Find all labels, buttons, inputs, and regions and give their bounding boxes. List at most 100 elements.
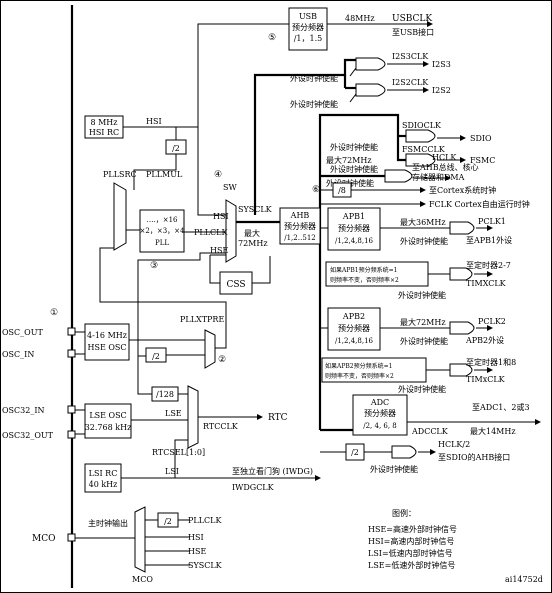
apb1-ratio: /1,2,4,8,16 [335,237,374,245]
legend-lse: LSE=低速外部时钟信号 [368,560,455,570]
adc-prescaler-box [352,394,408,436]
hsi-rc-freq: 8 MHz [90,118,117,127]
css-label: CSS [226,280,245,290]
apb2-title: APB2 [342,312,365,321]
i2s2-enable: 外设时钟使能 [290,99,338,109]
mco-out-label: 主时钟输出 [88,518,128,528]
adc-dest: 至ADC1、2或3 [472,402,530,412]
apb1-title: APB1 [342,212,365,221]
apb2-ratio: /1,2,4,8,16 [335,337,374,345]
sw-hsi: HSI [213,212,229,221]
cortex-dest: 至Cortex系统时钟 [429,185,496,195]
tim1-note1: 如果APB2预分频系统=1 [325,362,392,370]
mco-pin: MCO [32,534,55,544]
apb1-dest: 至APB1外设 [466,235,512,245]
usb-prescaler-box [288,7,328,51]
usb-box-ratio: /1，1.5 [294,34,323,43]
iwdgclk-label: IWDGCLK [232,483,275,492]
fsmc-out: FSMC [470,156,495,165]
apb2-dest: APB2外设 [465,335,504,345]
i2s2clk-label: I2S2CLK [392,78,429,87]
pllmul-marker: ③ [150,261,158,271]
fsmcclk-label: FSMCCLK [402,145,446,154]
hclk2-gate [391,445,417,459]
lse-osc-box [84,403,132,439]
hclk2-enable: 外设时钟使能 [370,464,418,474]
div128: /128 [156,390,174,399]
hse-label: HSE OSC [88,343,127,352]
adc-ratio: /2, 4, 6, 8 [363,422,397,430]
apb2-max: 最大72MHz [400,317,446,327]
fclk-label: FCLK Cortex自由运行时钟 [429,199,530,209]
figure-ref: ai14752d [505,575,543,584]
usb-box-sub: 预分频器 [292,22,324,32]
timx-dest: 至定时器2-7 [466,260,511,270]
i2s3-enable: 外设时钟使能 [290,73,338,83]
tim1-dest: 至定时器1和8 [466,357,516,367]
lse-freq: 32.768 kHz [85,423,132,432]
osc32-out-pin: OSC32_OUT [2,431,54,440]
pllmul-l2: ×2，×3，×4 [140,227,186,235]
usb-freq: 48MHz [345,14,375,23]
lse-signal: LSE [165,409,182,418]
sdio-gate [405,129,436,143]
ahb-ratio: /1,2‥512 [284,234,316,242]
sw-mux [225,199,237,263]
hse-osc-box [84,323,130,361]
hclk-max: 最大72MHz [326,155,372,165]
mco-div2: /2 [164,517,172,526]
apb2-sub: 预分频器 [338,323,370,333]
hclk2-label: HCLK/2 [438,440,470,449]
osc32-in-pin: OSC32_IN [2,406,45,415]
sdioclk-label: SDIOCLK [402,121,442,130]
ahb-title: AHB [290,211,310,220]
mco-hsi: HSI [188,533,204,542]
sw-label: SW [223,183,237,192]
ahb-sub: 预分频器 [284,221,316,231]
lsi-rc-freq: 40 kHz [89,480,118,489]
timx-enable: 外设时钟使能 [398,290,446,300]
tim1-note2: 则频率不变，否则频率×2 [325,372,394,380]
lsi-signal: LSI [165,467,179,476]
hclk2-dest: 至SDIO的AHB接口 [438,452,510,462]
lse-label: LSE OSC [89,411,126,420]
pllxtpre-mux [204,329,216,369]
adc-max: 最大14MHz [470,426,516,436]
i2s3clk-label: I2S3CLK [392,52,429,61]
usbclk-label: USBCLK [392,14,432,24]
pllmul-box [139,209,185,253]
adc-title: ADC [370,398,389,407]
usb-dest: 至USB接口 [392,27,434,37]
mco-mux-label: MCO [132,575,153,584]
timxclk-label: TIMXCLK [466,279,507,288]
hse-freq: 4-16 MHz [87,331,127,340]
osc-out-pin: OSC_OUT [2,328,43,337]
timx-note2: 则频率不变，否则频率×2 [330,276,399,284]
sdio-out: SDIO [470,134,492,143]
usb-marker: ⑤ [268,33,276,43]
legend-hse: HSE=高速外部时钟信号 [368,524,457,534]
hclk-dest2: 存储器和DMA [412,172,465,182]
sysclk-label: SYSCLK [238,205,273,214]
lsi-rc-box [84,463,122,493]
cortex-div: /8 [338,186,346,195]
pllxtpre-marker: ② [218,355,226,365]
ahb-prescaler-box [279,207,321,245]
tim1clk-label: TIMxCLK [466,375,506,384]
pllmul-l1: ….，×16 [147,216,179,224]
timx-note1: 如果APB1预分频系统=1 [330,266,397,274]
pllmul-l3: PLL [155,239,169,247]
mco-sysclk: SYSCLK [188,561,223,570]
pclk2-label: PCLK2 [478,317,506,326]
mco-pllclk: PLLCLK [188,516,222,525]
sw-pllclk: PLLCLK [194,228,228,237]
timx-gate [449,267,473,281]
tim1-enable: 外设时钟使能 [398,384,446,394]
pclk1-label: PCLK1 [478,217,506,226]
iwdg-dest: 至独立看门狗 (IWDG) [232,466,313,476]
rtcclk-label: RTCCLK [203,422,239,431]
mco-hse: HSE [188,547,206,556]
legend-lsi: LSI=低速内部时钟信号 [368,548,453,558]
apb1-sub: 预分频器 [338,223,370,233]
